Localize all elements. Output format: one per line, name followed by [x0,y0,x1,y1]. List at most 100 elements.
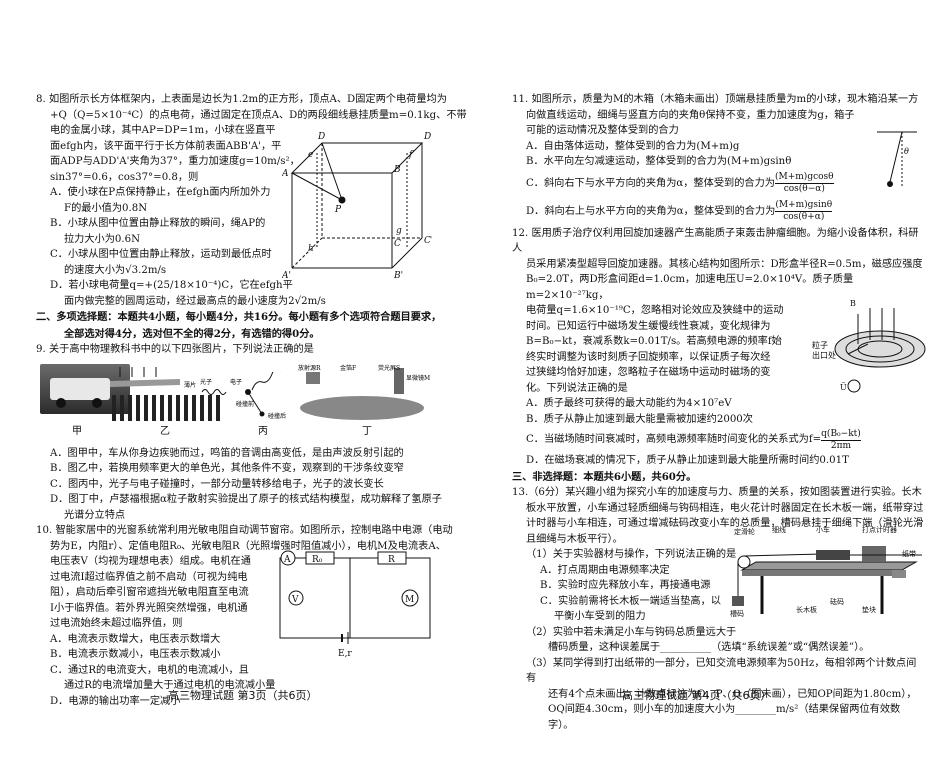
svg-text:P: P [334,205,342,215]
q11-fraction-c: (M+m)gcosθ cos(θ−α) [775,172,834,194]
svg-text:R: R [388,555,395,565]
svg-text:垫块: 垫块 [862,605,876,614]
svg-text:D: D [317,132,325,142]
svg-text:θ: θ [904,147,909,156]
q11-option-b: B．水平向左匀减速运动，整体受到的合力为(M+m)gsinθ [526,156,792,167]
svg-text:金箔F: 金箔F [340,364,356,372]
q9-option-c: C．图丙中，光子与电子碰撞时，一部分动量转移给电子，光子的波长变长 [50,478,384,490]
q9-option-a: A．图甲中，车从你身边疾驰而过，鸣笛的音调由高变低，是由声波反射引起的 [50,447,404,459]
fringe [160,395,164,421]
q8-box-figure: A D D' B C' B' A' e f h g P C [282,132,432,278]
q13-line: 13.（6分）某兴趣小组为探究小车的加速度与力、质量的关系，按如图装置进行实验。… [512,487,922,498]
q12-option-a: A．质子最终可获得的最大动能约为4×10⁷eV [526,398,732,409]
q12-option-d: D．在磁场衰减的情况下，质子从静止加速到最大能量所需时间约0.01T [526,455,849,466]
rutherford-figure: 放射源R 金箔F 荧光屏S 显微镜M [298,364,430,420]
q8-line: 面efgh内，该平面平行于长方体前表面ABB'A'，平 [50,140,282,152]
svg-text:C: C [394,239,401,249]
q8-line: +Q（Q=5×10⁻⁴C）的点电荷，通过固定在顶点A、D的两段细线悬挂质量m=0… [50,109,467,121]
section-2-heading: 二、多项选择题：本题共4小题，每小题4分，共16分。每小题有多个选项符合题目要求… [36,310,476,342]
q12-line: 过狭缝均恰好加速，忽略粒子在磁场中运动时磁场的变 [526,367,771,378]
q13-line: 板水平放置，小车通过轻质细绳与钩码相连，电火花计时器固定在长木板一端，纸带穿过 [526,502,924,514]
q13-sub-3-cont: OQ间距4.30cm，则小车的加速度大小为________m/s²（结果保留两位… [548,704,901,731]
label-ding: 丁 [362,426,372,437]
label-bing: 丙 [258,426,268,437]
q12-option-c: C．当磁场随时间衰减时，高频电源频率随时间变化的关系式为f= q(B₀−kt) … [526,428,861,451]
q8-option-d: D．若小球电荷量q=+(25/18×10⁻⁴)C，它在efgh平 [50,280,293,291]
svg-text:放射源R: 放射源R [298,364,321,372]
q11-pendulum-figure: θ [877,131,917,188]
q8-option-c-cont: 的速度大小为√3.2m/s [64,264,167,276]
question-11: 11. 如图所示，质量为M的木箱（木箱未画出）顶端悬挂质量为m的小球，现木箱沿某… [512,92,924,226]
q13-option-a: A．打点周期由电源频率决定 [540,564,670,576]
q12-line: 化。下列说法正确的是 [526,382,628,394]
svg-text:e: e [308,150,313,160]
fringe [184,395,188,421]
q12-line: 时间。已知运行中磁场发生缓慢线性衰减，变化规律为 [526,320,771,332]
svg-text:小车: 小车 [816,525,830,534]
svg-text:打点计时器: 打点计时器 [862,525,897,534]
question-12: 12. 医用质子治疗仪利用回旋加速器产生高能质子束轰击肿瘤细胞。为缩小设备体积，… [512,226,924,469]
svg-text:显微镜M: 显微镜M [406,374,430,382]
q9-option-d: D．图丁中，卢瑟福根据α粒子散射实验提出了原子的核式结构模型，成功解释了氢原子 [50,494,442,505]
q8-option-c: C．小球从图中位置由静止释放，运动到最低点时 [50,249,272,260]
q13-sub-2: （2）实验中若未满足小车与钩码总质量远大于 [526,626,737,638]
q13-line: 且细绳与木板平行）。 [526,533,623,545]
q12-option-b: B．质子从静止加速到最大能量需被加速约2000次 [526,413,753,425]
q8-line: 面ADP与ADD'A'夹角为37°，重力加速度g=10m/s²， [50,156,300,167]
left-page-footer: 高三物理试题 第3页（共6页） [168,689,318,702]
interference-figure: 薄片 [110,367,220,421]
question-10: 10. 智能家居中的光窗系统常利用光敏电阻自动调节窗帘。如图所示，控制电路中电源… [36,523,476,709]
svg-text:A': A' [282,271,291,278]
svg-text:A: A [282,169,289,179]
q12-cyclotron-figure: B 粒子 出口处 Ũ [812,299,926,393]
q11-line: 可能的运动情况及整体受到的合力 [526,125,679,136]
q10-line: 过电流始终未超过临界值，则 [50,618,183,629]
svg-text:碰撞前: 碰撞前 [236,400,254,408]
fringe [192,395,196,421]
svg-text:细线: 细线 [772,525,786,534]
label-jia: 甲 [72,426,82,437]
svg-text:槽码: 槽码 [730,609,744,618]
fringe [144,395,148,421]
svg-text:薄片: 薄片 [184,381,196,389]
q12-line: 电荷量q=1.6×10⁻¹⁹C，忽略相对论效应及狭缝中的运动 [526,305,784,316]
q8-line: sin37°=0.6，cos37°=0.8，则 [50,171,199,183]
left-page: 8. 如图所示长方体框架内，上表面是边长为1.2m的正方形，顶点A、D固定两个电… [36,92,476,709]
svg-text:长木板: 长木板 [796,605,817,614]
q10-line: 过电流I超过临界值之前不启动（可视为纯电 [50,571,248,583]
q10-line: 电压表V（均视为理想电表）组成。电机在通 [50,556,251,567]
q13-option-b: B．实验时应先释放小车，再接通电源 [540,580,711,591]
section-3-heading: 三、非选择题：本题共6小题，共60分。 [512,470,697,483]
svg-text:电子: 电子 [230,378,242,386]
q8-option-d-cont: 面内做完整的圆周运动，经过最高点的最小速度为2√2m/s [64,295,326,307]
q10-option-b: B．电流表示数减小，电压表示数减小 [50,649,221,660]
q10-line: 10. 智能家居中的光窗系统常利用光敏电阻自动调节窗帘。如图所示，控制电路中电源… [36,525,453,536]
svg-text:定滑轮: 定滑轮 [734,527,755,536]
q13-sub-3-cont: 还有4个点未画出，计数点标注为O、P、Q（图未画），已知OP间距为1.80cm）… [548,688,917,700]
svg-text:C': C' [424,236,432,246]
q13-option-c-cont: 平衡小车受到的阻力 [554,611,646,622]
q13-option-c: C．实验前需将长木板一端适当垫高，以 [540,595,721,607]
fringe [120,395,124,421]
section-2-line: 全部选对得4分，选对但不全的得2分，有选错的得0分。 [64,327,320,340]
q13-line: 计时器与小车相连，可通过增减砝码改变小车的总质量，槽码悬挂于细绳下端（滑轮光滑 [526,518,924,529]
svg-text:g: g [396,226,402,236]
svg-text:f: f [408,150,414,160]
q12-line: 终实时调整为该时刻质子回旋频率，以保证质子每次经 [526,351,771,363]
right-page-footer: 高三物理试题 第4页（共6页） [622,689,772,702]
svg-text:B: B [393,165,401,175]
q9-option-d-cont: 光谱分立特点 [64,509,126,521]
label-yi: 乙 [160,426,170,437]
q10-line: 势为E，内阻r）、定值电阻R₀、光敏电阻R（光照增强时阻值减小），电机M及电流表… [50,540,446,552]
svg-text:D': D' [423,132,432,142]
q10-option-d: D．电源的输出功率一定减小 [50,695,181,707]
svg-text:E,r: E,r [338,649,352,658]
q13-sub-1: （1）关于实验器材与操作，下列说法正确的是 [526,549,737,560]
q10-line: I小于临界值。若外界光照突然增强，电机通 [50,602,248,614]
svg-text:砝码: 砝码 [830,597,844,606]
q12-line: B=B₀−kt，衰减系数k=0.01T/s。若高频电源的频率f始 [526,336,782,347]
fringe [112,395,116,421]
q11-line: 向做直线运动，细绳与竖直方向的夹角θ保持不变，重力加速度为g，箱子 [526,109,855,121]
q11-option-a: A．自由落体运动，整体受到的合力为(M+m)g [526,140,740,152]
svg-text:荧光屏S: 荧光屏S [378,364,400,372]
